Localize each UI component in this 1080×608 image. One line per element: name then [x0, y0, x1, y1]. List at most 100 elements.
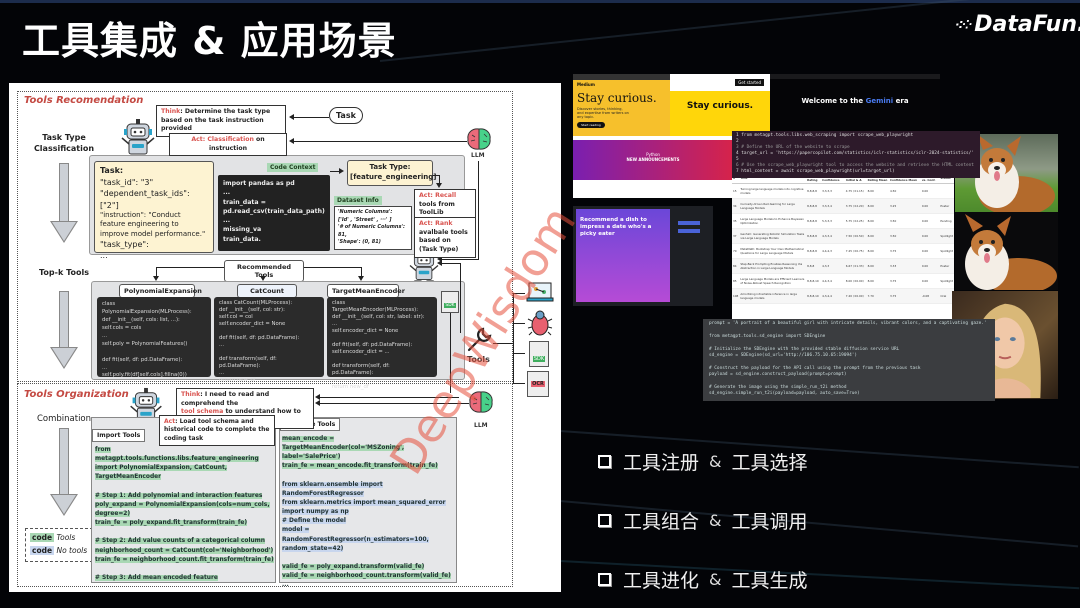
table-cell: 35 — [732, 213, 740, 229]
table-cell: 85 — [732, 273, 740, 289]
table-cell: 7.50 (±0.50) — [844, 228, 867, 244]
table-cell: Curiosity-driven Red-teaming for Large L… — [739, 198, 807, 214]
code-terminal-sd-engine: prompt = 'A portrait of a beautiful girl… — [703, 319, 995, 401]
screenshot-python-site: Python NEW ANNOUNCEMENTS — [573, 136, 733, 198]
chat-prompt: Recommend a dish to impress a date who's… — [580, 217, 652, 238]
code-line: label='SalePrice') — [282, 454, 341, 461]
code-line: import PolynomialExpansion, CatCount, — [95, 465, 227, 472]
tools-label: Tools — [467, 355, 490, 364]
table-cell: 3.75 — [889, 273, 921, 289]
table-cell: -0.08 — [920, 288, 940, 304]
import-tools-tab: Import Tools — [92, 429, 146, 442]
connector-line — [156, 267, 157, 277]
table-cell: 8,8,8,8 — [806, 228, 822, 244]
connector-line — [319, 397, 459, 398]
table-cell: Large Language Models are Efficient Lear… — [739, 273, 807, 289]
feature-bullet-list: 工具注册&工具选择 工具组合&工具调用 工具进化&工具生成 — [598, 432, 808, 608]
checkbox-icon — [598, 573, 611, 586]
code-line: mean_encode = TargetMeanEncoder(col='MSZ… — [282, 436, 405, 452]
code-line: train_fe = mean_encode.fit_transform(tra… — [282, 463, 438, 470]
chat-button[interactable] — [678, 229, 700, 233]
tool-code-polynomialexpansion: class PolynomialExpansion(MLProcess): de… — [97, 297, 211, 378]
llm-brain-icon — [469, 391, 493, 413]
logo-dots-icon: ⁖⁘ — [955, 17, 972, 32]
screenshot-medium-generated: Medium Get started Stay curious. — [670, 74, 770, 136]
arrowhead — [437, 260, 442, 266]
arrowhead — [436, 183, 442, 188]
connector-line — [304, 267, 361, 268]
table-cell: 4,4,3,4 — [821, 273, 845, 289]
table-header-cell: # — [732, 173, 740, 184]
code-line — [282, 554, 456, 563]
code-legend: code Tools code No tools — [25, 528, 93, 562]
dataset-info-tag: Dataset Info — [334, 196, 382, 205]
tools-organization-section — [17, 383, 513, 587]
table-cell: 3.50 — [889, 213, 921, 229]
table-cell: Amortizing intractable inference in larg… — [739, 288, 807, 304]
browser-bar — [573, 74, 673, 80]
table-cell: 3.25 — [889, 198, 921, 214]
page-title: 工具集成 & 应用场景 — [22, 19, 397, 63]
act-bubble-classification: Act: Classification on instruction — [169, 133, 287, 157]
code-line: random_state=42) — [282, 545, 344, 552]
bullet-item: 工具进化&工具生成 — [598, 550, 808, 608]
code-terminal-web-scraping: 1 from metagpt.tools.libs.web_scraping i… — [732, 131, 980, 178]
table-cell: 0.00 — [920, 183, 940, 199]
code-line — [95, 483, 275, 492]
code-line: from sklearn.metrics import mean_squared… — [282, 499, 446, 506]
code-line: train_fe = neighborhood_count.fit_transf… — [95, 556, 274, 563]
table-cell: 0.00 — [920, 198, 940, 214]
table-cell: 8,8,8 — [806, 258, 822, 274]
table-cell — [939, 183, 954, 199]
screenshot-medium-landing: Medium Stay curious. Discover stories, t… — [573, 74, 673, 136]
table-cell: 8.00 — [866, 273, 889, 289]
connector-line — [513, 353, 525, 354]
task-cloud: Task — [329, 107, 363, 124]
tools-recommendation-title: Tools Recomendation — [24, 95, 144, 106]
wrench-icon — [467, 327, 492, 352]
table-cell: 34 — [732, 198, 740, 214]
import-tools-code: from metagpt.tools.functions.libs.featur… — [95, 446, 275, 583]
arrowhead — [289, 114, 294, 120]
code-context-tag: Code Context — [267, 163, 319, 172]
combine-tools-code: mean_encode = TargetMeanEncoder(col='MSZ… — [282, 435, 456, 590]
code-line: poly_expand = PolynomialExpansion(cols=n… — [95, 501, 270, 508]
arrowhead — [358, 276, 364, 281]
connector-line — [441, 259, 479, 260]
code-line: # Step 1: Add polynomial and interaction… — [95, 492, 263, 499]
table-cell: 4.75 (±1.15) — [844, 183, 867, 199]
combination-label: Combination — [36, 414, 92, 424]
arrowhead — [339, 168, 344, 174]
code-line: import numpy as np — [282, 509, 349, 516]
connector-line — [292, 141, 467, 142]
legend-item-no-tools: code No tools — [30, 545, 88, 555]
logo-text: DataFun. — [974, 12, 1080, 37]
table-cell: Step-Back Prompting Enables Reasoning Vi… — [739, 258, 807, 274]
table-cell: 8.00 — [866, 213, 889, 229]
code-line: # Define the model — [282, 518, 346, 525]
table-cell: 8.00 (±0.00) — [844, 273, 867, 289]
table-cell: 3.75 — [889, 243, 921, 259]
connector-line — [478, 161, 479, 259]
table-cell: Oral — [939, 288, 954, 304]
tools-organization-title: Tools Organization — [24, 389, 129, 400]
table-header-cell: Status — [939, 173, 954, 184]
table-cell: 8.00 — [866, 183, 889, 199]
table-cell: 5.75 (±2.25) — [844, 213, 867, 229]
screenshot-chat-app: Recommend a dish to impress a date who's… — [573, 206, 713, 306]
connector-line — [513, 293, 514, 383]
connector-line — [439, 175, 440, 185]
medium-headline: Stay curious. — [686, 101, 754, 111]
connector-line — [156, 267, 224, 268]
act-rank-bubble: Act: Rank avalbale tools based on (Task … — [414, 217, 476, 258]
start-reading-button: Start reading — [577, 122, 605, 128]
code-line: from sklearn.ensemble import RandomFores… — [282, 481, 383, 497]
table-cell: 6.67 (±1.33) — [844, 258, 867, 274]
code-line: model = RandomForestRegressor(n_estimato… — [282, 527, 429, 543]
arrowhead — [437, 256, 442, 262]
table-cell: 3,3,3,3 — [821, 183, 845, 199]
chat-button[interactable] — [678, 221, 700, 225]
